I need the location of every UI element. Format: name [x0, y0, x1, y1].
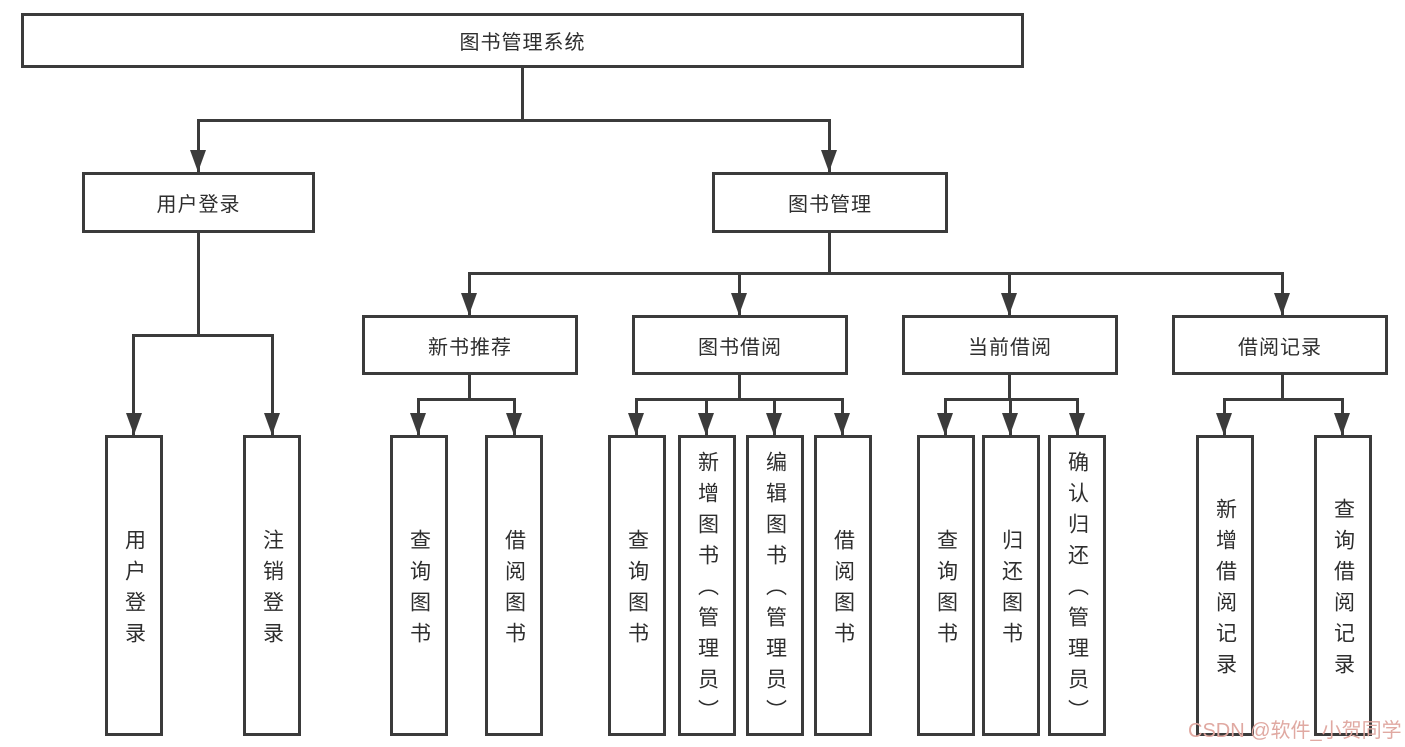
arrowhead-icon: [1069, 413, 1085, 435]
connector-stem-leaf-logout: [271, 334, 274, 435]
arrowhead-icon: [834, 413, 850, 435]
node-label: 查询图书: [934, 528, 958, 653]
node-label: 当前借阅: [968, 336, 1052, 359]
node-book-management: 图书管理: [712, 172, 948, 233]
arrowhead-icon: [1001, 293, 1017, 315]
node-label: 借阅图书: [831, 528, 855, 653]
node-label: 用户登录: [122, 528, 146, 653]
arrowhead-icon: [506, 413, 522, 435]
node-label: 查询图书: [625, 528, 649, 653]
leaf-query-book-2: 查询图书: [608, 435, 666, 736]
connector-level1-hbar: [197, 119, 831, 122]
node-label: 新书推荐: [428, 336, 512, 359]
node-label: 注销登录: [260, 528, 284, 653]
node-label: 查询借阅记录: [1331, 497, 1355, 684]
node-book-borrow: 图书借阅: [632, 315, 848, 375]
node-label: 图书管理: [788, 194, 872, 216]
node-label: 借阅记录: [1238, 336, 1322, 359]
connector-root-stub: [521, 68, 524, 120]
leaf-add-borrow-record: 新增借阅记录: [1196, 435, 1254, 736]
connector-user-login-stub: [197, 233, 200, 335]
leaf-query-borrow-record: 查询借阅记录: [1314, 435, 1372, 736]
node-label: 新增借阅记录: [1213, 497, 1237, 684]
node-label: 确认归还（管理员）: [1065, 451, 1089, 730]
arrowhead-icon: [821, 150, 837, 172]
arrowhead-icon: [190, 150, 206, 172]
arrowhead-icon: [1216, 413, 1232, 435]
arrowhead-icon: [461, 293, 477, 315]
arrowhead-icon: [1274, 293, 1290, 315]
node-borrow-record: 借阅记录: [1172, 315, 1388, 375]
leaf-borrow-book-2: 借阅图书: [814, 435, 872, 736]
leaf-confirm-return-admin: 确认归还（管理员）: [1048, 435, 1106, 736]
arrowhead-icon: [1002, 413, 1018, 435]
arrowhead-icon: [937, 413, 953, 435]
leaf-query-book-1: 查询图书: [390, 435, 448, 736]
node-label: 新增图书（管理员）: [695, 451, 719, 730]
arrowhead-icon: [628, 413, 644, 435]
leaf-edit-book-admin: 编辑图书（管理员）: [746, 435, 804, 736]
csdn-watermark: CSDN @软件_小贺同学: [1188, 720, 1402, 742]
connector-borrow-record-hbar: [1223, 398, 1344, 401]
connector-book-borrow-stub: [738, 375, 741, 399]
arrowhead-icon: [1334, 413, 1350, 435]
arrowhead-icon: [698, 413, 714, 435]
node-label: 查询图书: [407, 528, 431, 653]
node-label: 用户登录: [156, 194, 241, 216]
leaf-user-login: 用户登录: [105, 435, 163, 736]
leaf-add-book-admin: 新增图书（管理员）: [678, 435, 736, 736]
arrowhead-icon: [731, 293, 747, 315]
arrowhead-icon: [264, 413, 280, 435]
connector-borrow-record-stub: [1281, 375, 1284, 399]
node-current-borrow: 当前借阅: [902, 315, 1118, 375]
leaf-query-book-3: 查询图书: [917, 435, 975, 736]
connector-book-mgmt-stub: [828, 233, 831, 273]
leaf-logout: 注销登录: [243, 435, 301, 736]
arrowhead-icon: [766, 413, 782, 435]
leaf-borrow-book-1: 借阅图书: [485, 435, 543, 736]
node-label: 归还图书: [999, 528, 1023, 653]
node-user-login: 用户登录: [82, 172, 315, 233]
connector-book-borrow-hbar: [635, 398, 844, 401]
node-label: 图书借阅: [698, 336, 782, 359]
connector-stem-book-mgmt: [828, 119, 831, 172]
connector-new-book-hbar: [417, 398, 516, 401]
node-root-system: 图书管理系统: [21, 13, 1024, 68]
node-label: 编辑图书（管理员）: [763, 451, 787, 730]
connector-current-borrow-stub: [1008, 375, 1011, 399]
connector-stem-user-login: [197, 119, 200, 172]
connector-user-login-hbar: [132, 334, 274, 337]
node-new-book-recommend: 新书推荐: [362, 315, 578, 375]
connector-new-book-stub: [468, 375, 471, 399]
node-label: 图书管理系统: [459, 32, 586, 54]
node-label: 借阅图书: [502, 528, 526, 653]
arrowhead-icon: [126, 413, 142, 435]
connector-stem-leaf-login: [132, 334, 135, 435]
arrowhead-icon: [410, 413, 426, 435]
connector-level2-hbar: [468, 272, 1284, 275]
leaf-return-book: 归还图书: [982, 435, 1040, 736]
